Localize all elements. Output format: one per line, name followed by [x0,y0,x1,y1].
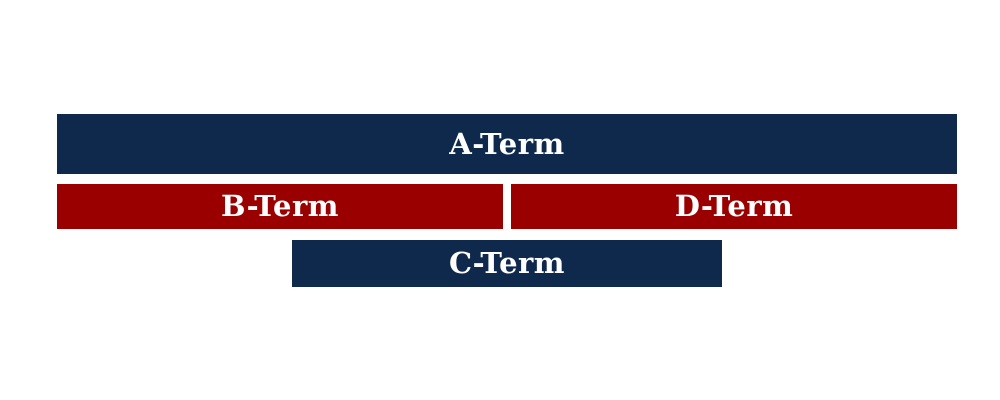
c-term-label: C-Term [449,246,565,280]
d-term-label: D-Term [674,189,794,223]
a-term-bar: A-Term [57,114,957,174]
d-term-bar: D-Term [511,184,957,229]
a-term-label: A-Term [449,126,565,161]
b-term-label: B-Term [221,189,339,223]
b-term-bar: B-Term [57,184,503,229]
c-term-bar: C-Term [292,240,722,287]
